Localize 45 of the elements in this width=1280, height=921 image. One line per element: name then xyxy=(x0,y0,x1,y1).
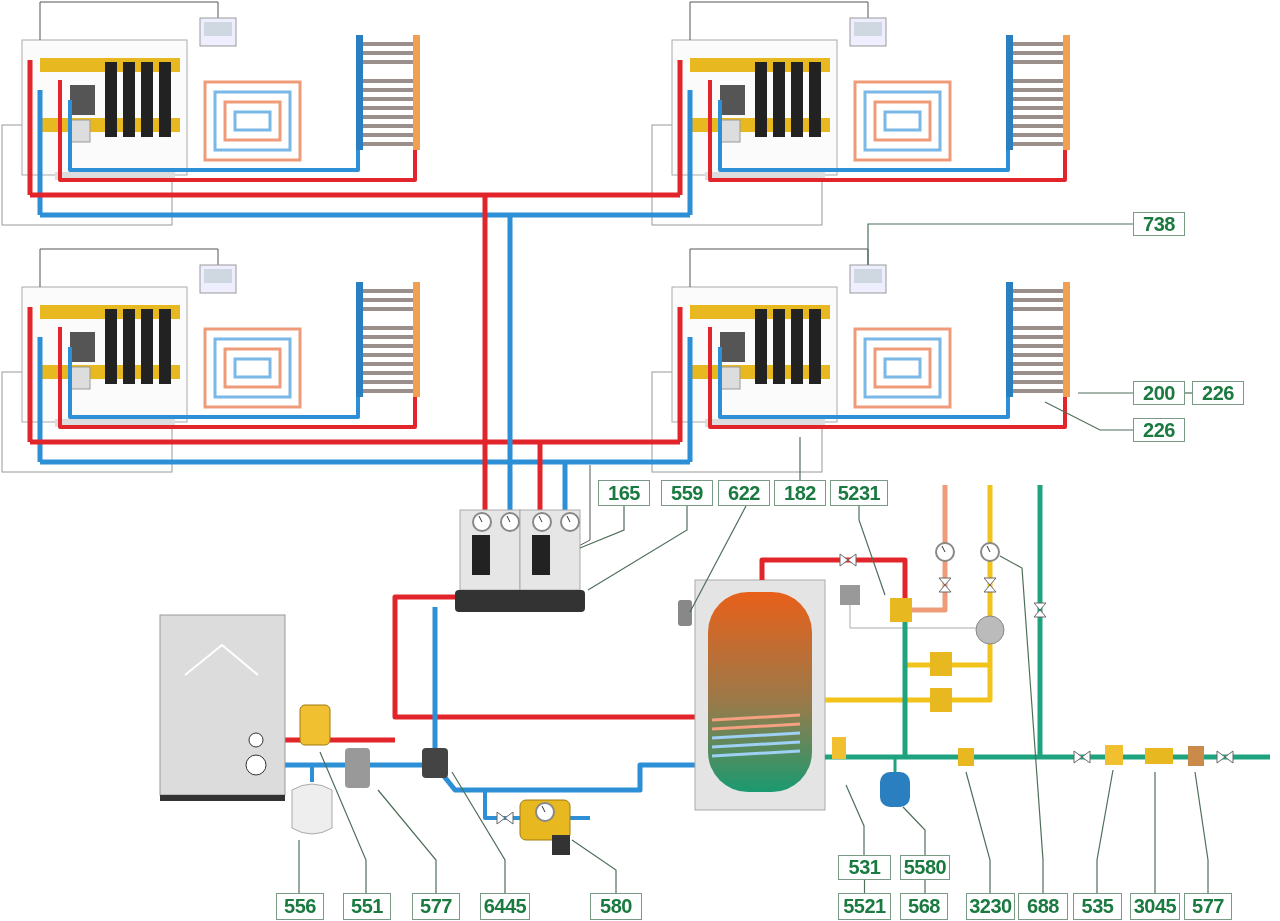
callout-number: 580 xyxy=(590,893,642,920)
callout-number: 5231 xyxy=(830,480,888,506)
callout-number: 3230 xyxy=(966,893,1015,920)
leader-line xyxy=(845,784,865,856)
leader-line xyxy=(1194,771,1209,894)
leader-line xyxy=(858,505,886,596)
leader-line xyxy=(924,879,926,894)
leader-line xyxy=(571,839,617,894)
leader-line xyxy=(298,839,300,894)
leader-line xyxy=(965,771,991,894)
callout-number: 556 xyxy=(276,893,324,920)
callout-number: 568 xyxy=(900,893,948,920)
leader-line xyxy=(689,505,747,613)
callout-number: 622 xyxy=(718,480,770,506)
callout-number: 577 xyxy=(1184,893,1232,920)
callout-number: 5521 xyxy=(838,893,891,920)
leader-line xyxy=(1184,392,1193,394)
callout-number: 531 xyxy=(838,855,891,880)
leader-line xyxy=(1154,771,1156,894)
leader-line xyxy=(1096,769,1114,894)
leader-line xyxy=(451,771,506,894)
leader-line xyxy=(319,751,367,894)
callout-number: 551 xyxy=(343,893,391,920)
callout-number: 738 xyxy=(1133,212,1185,236)
callout-number: 535 xyxy=(1073,893,1122,920)
callout-number: 182 xyxy=(774,480,826,506)
callout-number: 5580 xyxy=(900,855,950,880)
leader-line xyxy=(1044,401,1134,431)
leader-line xyxy=(902,806,926,856)
callout-number: 6445 xyxy=(480,893,530,920)
leader-line xyxy=(377,789,437,894)
leader-line xyxy=(579,505,625,549)
callout-number: 577 xyxy=(412,893,460,920)
leader-line xyxy=(999,555,1044,894)
callout-number: 165 xyxy=(598,480,650,506)
callout-number: 559 xyxy=(661,480,713,506)
callout-number: 688 xyxy=(1018,893,1068,920)
callout-number: 3045 xyxy=(1130,893,1180,920)
leader-line xyxy=(587,505,688,591)
leader-line xyxy=(867,223,1134,266)
leader-line xyxy=(799,436,801,481)
callout-number: 226 xyxy=(1192,381,1244,405)
callout-number: 200 xyxy=(1133,381,1185,405)
callout-number: 226 xyxy=(1133,418,1185,442)
leader-line xyxy=(1077,392,1134,394)
